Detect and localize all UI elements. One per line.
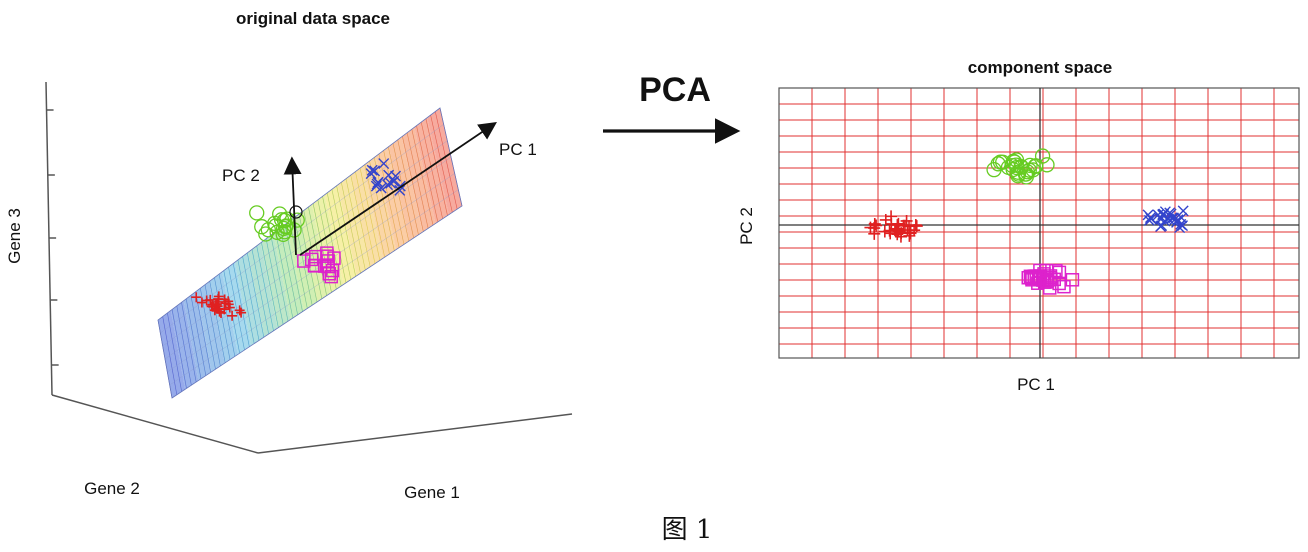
x-marker [1177,205,1189,217]
x-marker [366,164,378,176]
plus-marker [205,294,216,305]
plus-marker [227,310,238,321]
left-panel-title: original data space [236,9,390,28]
pc2-arrow [283,156,302,256]
circle-marker [1000,159,1017,176]
plus-marker [214,306,225,317]
square-marker [297,254,311,268]
plus-marker [904,226,917,239]
x-marker [372,176,384,188]
square-marker [1065,273,1080,287]
x-marker [390,170,402,182]
circle-marker [1022,157,1038,173]
plane-crossline [164,156,452,360]
square-marker [320,246,334,260]
circle-marker [1039,157,1055,173]
pc1-label: PC 1 [499,140,537,159]
square-marker [1049,263,1063,278]
circle-marker [249,205,265,221]
pc1-arrow [299,121,497,256]
circle-marker [1021,162,1037,178]
gene2-axis-line [51,394,259,454]
circle-marker [258,226,274,242]
plus-marker [870,219,883,232]
plus-marker [219,294,230,305]
left-scatter-points [191,158,406,321]
component-scatter-points [864,148,1189,295]
plane-crossline [160,124,444,334]
plus-marker [885,217,898,230]
plus-marker [909,219,922,232]
circle-marker [1018,169,1034,185]
plane-crossline [169,189,459,386]
plus-marker [897,219,910,232]
x-marker [1155,213,1167,225]
plus-marker [196,297,207,308]
gene3-axis-line [45,81,53,396]
x-marker [1166,212,1178,224]
x-marker [1145,213,1157,225]
x-marker [1175,218,1187,230]
x-marker [1174,222,1186,234]
x-marker [394,184,406,196]
component-frame [778,87,1300,359]
x-marker [385,177,397,189]
square-marker [317,259,332,273]
plus-marker [891,223,904,236]
origin-marker [289,205,303,219]
left-panel: original data space PC 1 PC 2 Gene 2 Ge [5,9,573,502]
component-xlabel: PC 1 [1017,375,1055,394]
x-marker [378,158,390,170]
gene2-label: Gene 2 [84,479,140,498]
pca-label: PCA [639,71,711,109]
circle-marker [1006,154,1023,170]
x-marker [369,165,381,177]
plane-crossline [162,140,448,347]
component-grid [778,87,1299,358]
plane-crossline [167,173,455,373]
3d-axes [45,81,573,454]
right-panel-title: component space [968,58,1113,77]
square-marker [325,263,340,278]
right-panel: component space PC 1 PC 2 [737,58,1300,394]
gene1-axis-line [257,413,573,454]
plane-outline [157,107,463,399]
gene3-ticks [46,109,59,366]
square-marker [322,267,337,281]
plus-marker [868,217,881,230]
plus-marker [213,296,224,307]
gene1-label: Gene 1 [404,483,460,502]
plus-marker [910,220,923,233]
circle-marker [254,219,270,235]
plus-marker [206,301,217,312]
figure-caption: 图 1 [662,515,713,545]
pca-transform: PCA [603,71,741,144]
plus-marker [894,230,907,243]
square-marker [1057,279,1071,294]
component-ylabel: PC 2 [737,207,756,245]
plus-marker [234,305,245,316]
circle-marker [272,206,288,222]
square-marker [304,252,319,267]
square-marker [1037,275,1052,289]
pc2-label: PC 2 [222,166,260,185]
gene3-label: Gene 3 [5,208,24,264]
circle-marker [275,220,292,237]
circle-marker [260,222,276,238]
square-marker [1041,273,1055,288]
plus-marker [191,292,202,303]
x-marker [1159,215,1171,227]
plus-marker [236,307,247,318]
circle-marker [1010,164,1026,180]
